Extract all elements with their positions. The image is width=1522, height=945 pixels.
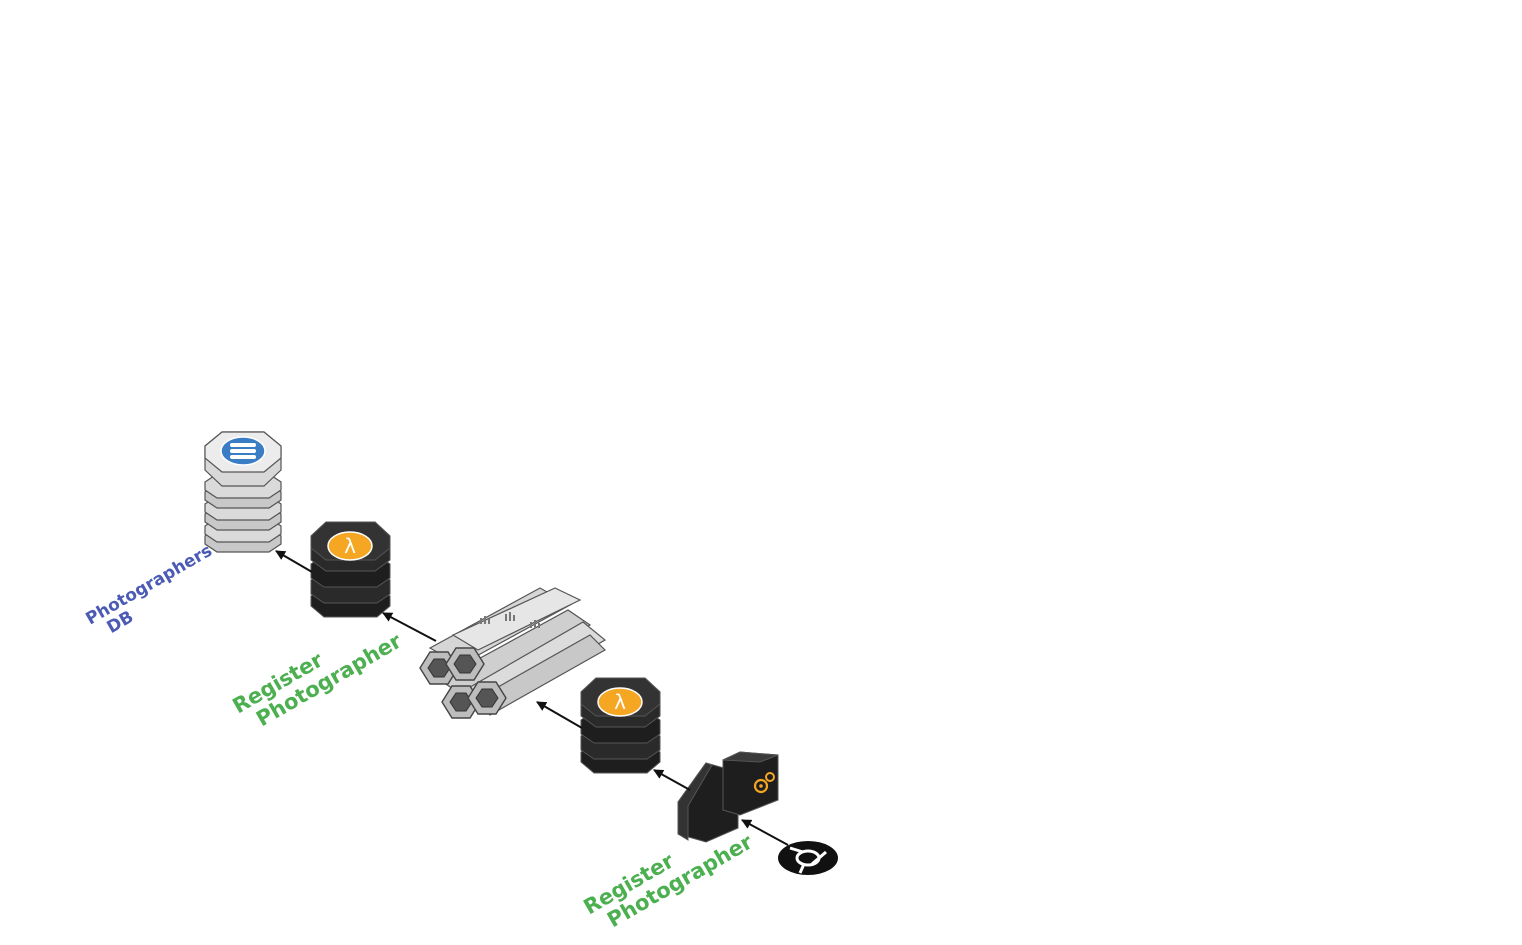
browser-client-node[interactable] <box>778 841 838 875</box>
arrow-lambda-to-db <box>275 550 313 573</box>
arrow-stream-to-lambda <box>382 612 437 642</box>
arrow-gateway-to-lambda <box>653 769 691 791</box>
arrow-client-to-gateway <box>741 819 789 846</box>
lambda-node-lower[interactable]: λ <box>580 677 661 774</box>
api-gateway-node[interactable] <box>677 751 779 843</box>
flow-arrows <box>275 550 789 846</box>
label-photographers-db: Photographers DB <box>83 541 216 638</box>
label-register-photographer-upper: Register Photographer <box>229 628 407 731</box>
lambda-icon: λ <box>597 687 643 717</box>
database-node[interactable] <box>204 431 282 553</box>
kinesis-stream-node[interactable] <box>419 587 607 719</box>
gear-icon <box>753 772 775 794</box>
svg-text:λ: λ <box>344 534 356 558</box>
lambda-node-upper[interactable]: λ <box>310 521 391 618</box>
lambda-icon: λ <box>327 531 373 561</box>
arrow-lambda-to-stream <box>536 701 583 729</box>
browser-client-icon <box>789 846 827 874</box>
db-label-line1: Photographers <box>83 541 216 630</box>
svg-text:λ: λ <box>614 690 626 714</box>
dynamodb-icon <box>220 436 266 466</box>
